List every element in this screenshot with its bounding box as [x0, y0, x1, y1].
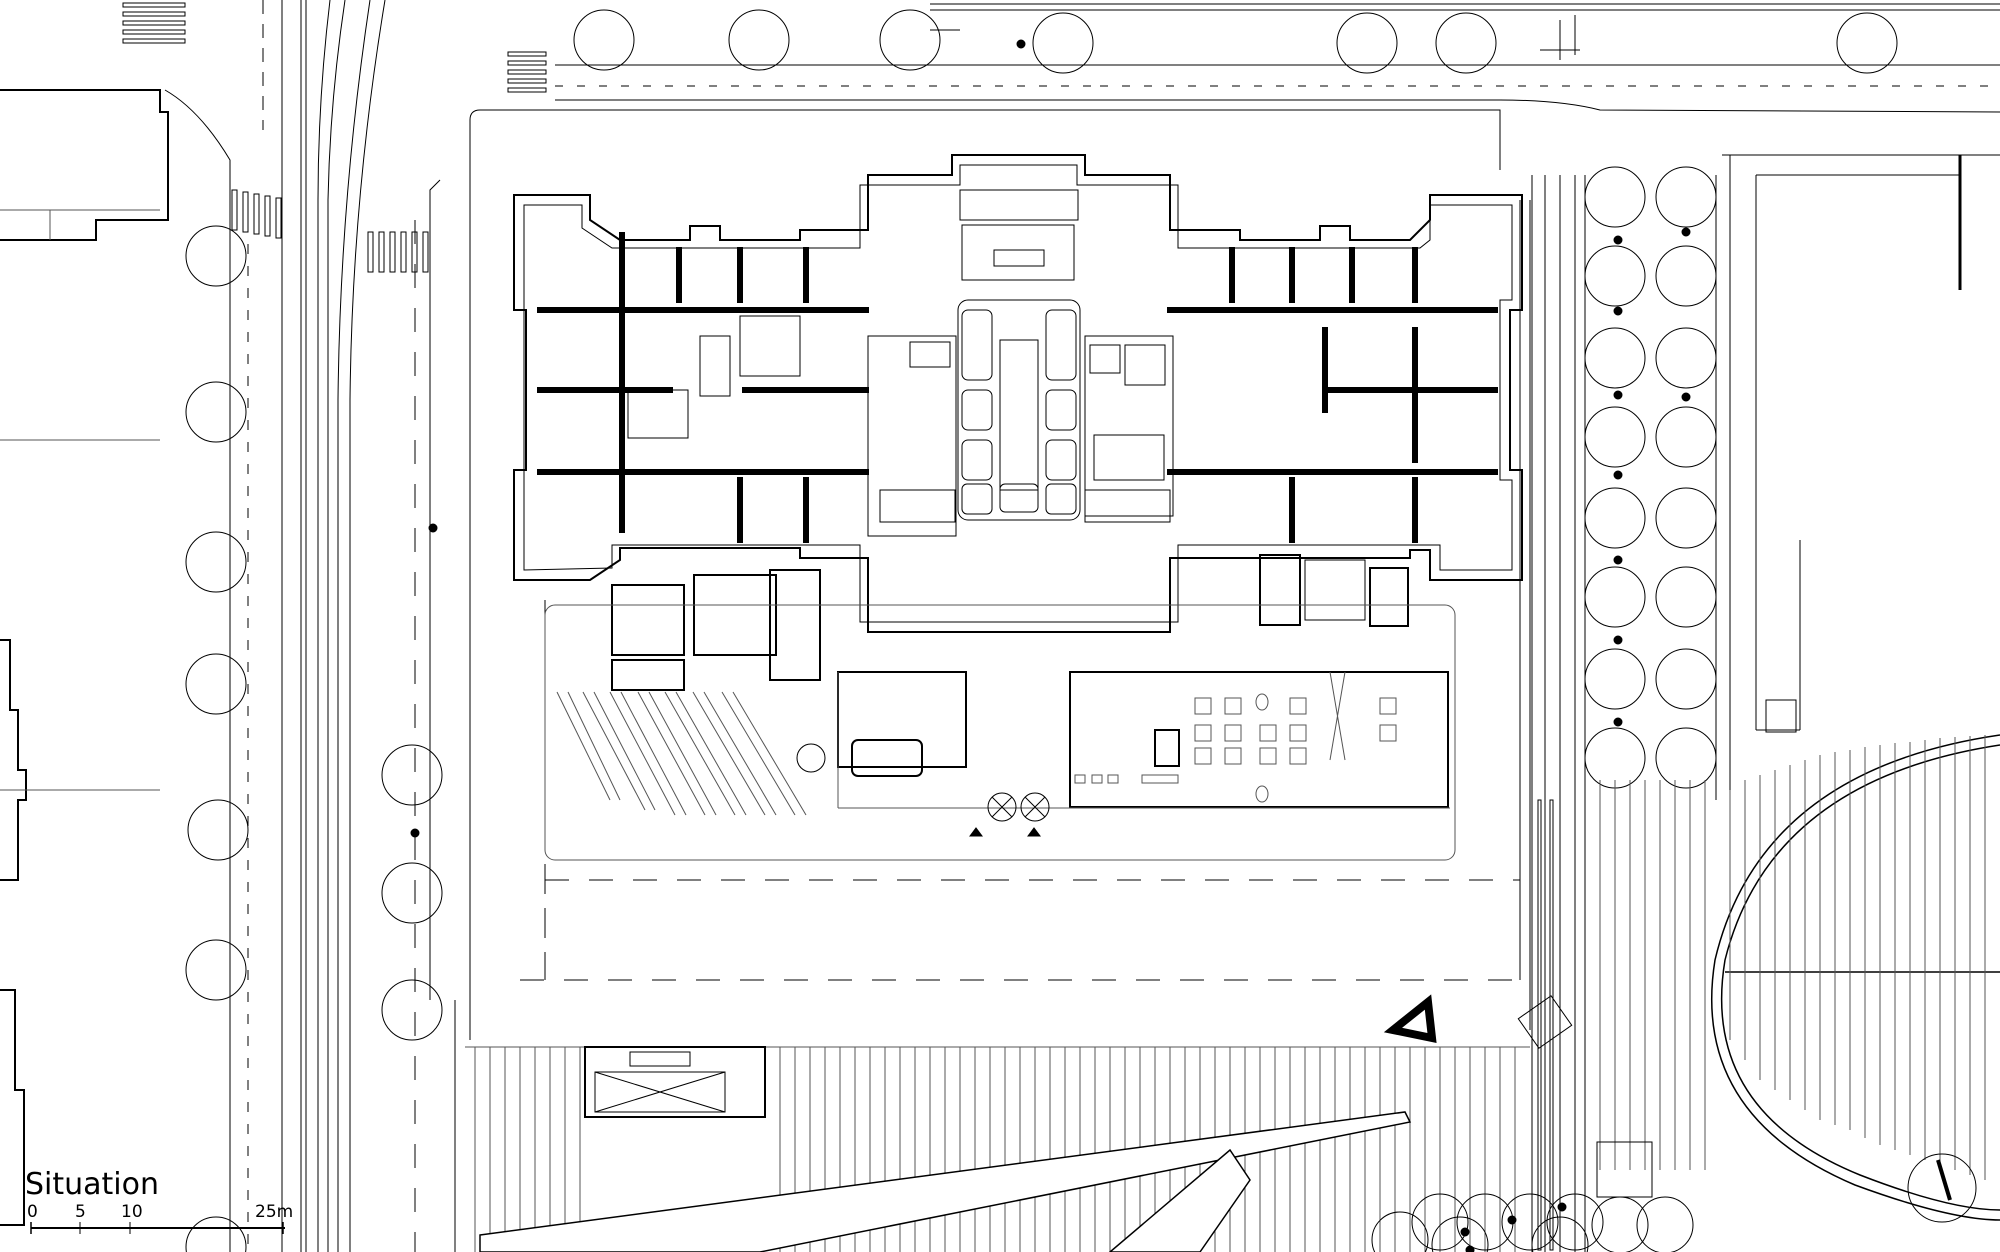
right-street-lines [1531, 154, 2000, 1252]
central-hall [627, 189, 1174, 537]
left-building-light [0, 209, 160, 791]
furniture [1074, 693, 1397, 803]
scale-tick-5: 5 [75, 1202, 86, 1222]
plaza-oval [1711, 734, 2000, 1221]
right-lower-details [1517, 995, 1977, 1223]
left-street [164, 0, 456, 1252]
right-tree-alley [1584, 166, 1717, 789]
courtyard-thin [544, 604, 1456, 861]
seating-rows [556, 691, 807, 816]
entrance-revolving [796, 743, 1050, 837]
lower-trees [1371, 1141, 1694, 1252]
main-building-walls [537, 232, 1498, 543]
top-trees [573, 9, 1898, 74]
left-street-trees [185, 225, 443, 1252]
plaza-paving [1599, 735, 1986, 1180]
courtyard-structure [611, 554, 1449, 808]
left-crosswalk [231, 189, 429, 273]
drawing-title: Situation [25, 1167, 160, 1202]
top-road-lines [555, 3, 2000, 113]
main-building [513, 154, 1523, 633]
lower-ramps [479, 1111, 1412, 1252]
right-crosswalk [1537, 799, 1554, 1251]
left-building-outline [0, 89, 169, 1226]
sculpture [1383, 994, 1437, 1044]
scale-tick-10: 10 [121, 1202, 143, 1222]
scale-tick-25m: 25m [255, 1202, 294, 1222]
lower-pavilion [584, 1046, 766, 1118]
scale-tick-0: 0 [27, 1202, 38, 1222]
scale-bar [30, 1222, 285, 1234]
top-crosswalk [122, 2, 547, 93]
